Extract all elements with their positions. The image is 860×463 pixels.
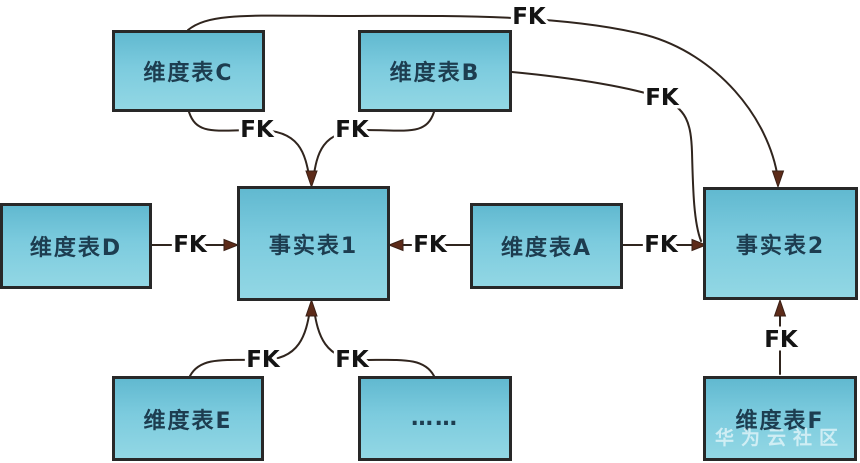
edge-c-to-fact1 [188, 111, 311, 181]
fk-label-b-fact1: FK [335, 117, 370, 143]
edge-more-to-fact1 [313, 309, 435, 377]
node-dim-e: 维度表E [112, 376, 264, 461]
node-dim-d-label: 维度表D [29, 236, 123, 261]
node-dim-e-label: 维度表E [143, 408, 233, 434]
node-dim-f: 维度表F [703, 376, 857, 461]
fk-label-c-fact1: FK [240, 117, 275, 143]
node-dim-c: 维度表C [112, 30, 265, 112]
node-dim-a: 维度表A [470, 203, 623, 289]
arrowhead-fact1-bottom [305, 298, 318, 317]
edge-b-to-fact1 [312, 111, 435, 181]
fk-label-e-fact1: FK [246, 347, 281, 373]
node-fact-2: 事实表2 [703, 187, 858, 300]
edge-e-to-fact1 [189, 309, 311, 377]
arrowhead-fact2-bottom [773, 298, 787, 317]
arrowhead-fact1-right [387, 238, 404, 252]
fk-label-d-fact1: FK [173, 232, 208, 258]
node-dim-b-label: 维度表B [389, 61, 481, 86]
arrowhead-fact1-top [305, 170, 318, 189]
node-fact-1: 事实表1 [237, 186, 390, 301]
arrowhead-fact2-top [771, 170, 785, 189]
node-fact-2-label: 事实表2 [735, 233, 826, 259]
arrowhead-fact1-left [223, 238, 240, 252]
fk-label-a-fact2: FK [644, 232, 679, 258]
node-dim-d: 维度表D [0, 203, 152, 289]
fk-label-b-fact2: FK [645, 85, 680, 111]
fk-label-a-fact1: FK [413, 232, 448, 258]
node-dim-more: …… [358, 376, 512, 461]
node-fact-1-label: 事实表1 [268, 233, 359, 259]
fk-label-f-fact2: FK [764, 327, 799, 353]
node-dim-c-label: 维度表C [143, 61, 234, 86]
node-dim-a-label: 维度表A [500, 236, 593, 261]
fk-label-more-fact1: FK [335, 347, 370, 373]
node-dim-f-label: 维度表F [735, 408, 825, 434]
node-dim-b: 维度表B [358, 30, 512, 112]
fk-label-c-fact2: FK [512, 4, 547, 30]
node-dim-more-label: …… [411, 406, 459, 431]
